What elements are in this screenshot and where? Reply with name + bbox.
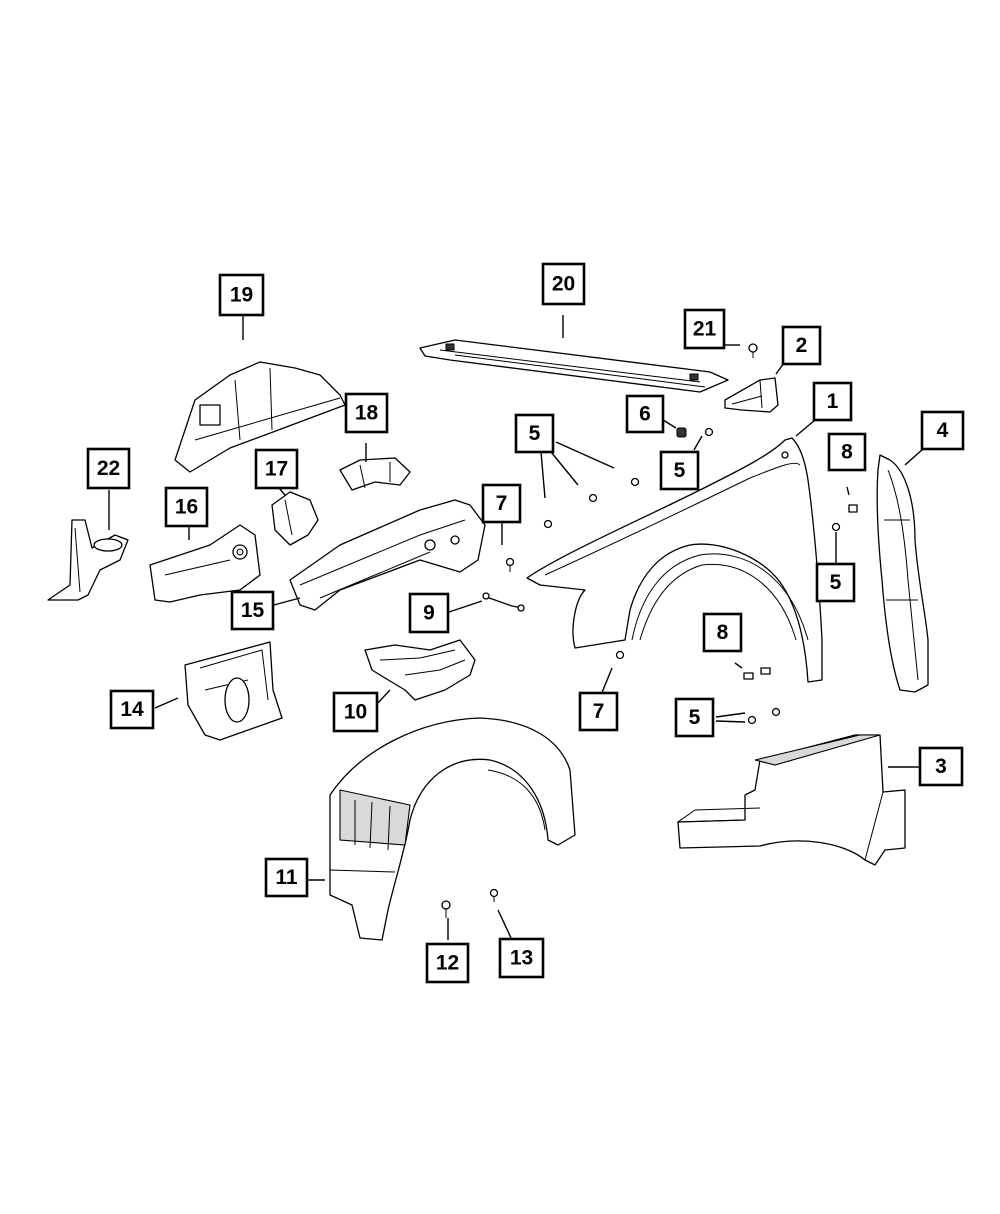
callout-7-lower: 7 — [578, 691, 619, 732]
callout-1-label: 1 — [827, 390, 839, 413]
callout-14: 14 — [109, 689, 155, 730]
part-4-side-shield — [876, 454, 929, 693]
callout-21-label: 21 — [693, 318, 717, 341]
callout-9: 9 — [408, 592, 450, 634]
callout-12: 12 — [425, 942, 470, 984]
part-3-foam-insulator — [676, 734, 906, 866]
callout-19: 19 — [218, 273, 265, 317]
callout-5-right: 5 — [815, 562, 856, 603]
part-2-bracket — [724, 377, 779, 413]
callout-20-label: 20 — [552, 273, 575, 296]
part-7-screws — [505, 557, 625, 660]
callout-10-label: 10 — [344, 701, 367, 724]
part-1-fender — [526, 437, 823, 683]
part-10-bracket — [364, 639, 476, 701]
part-11-wheelhouse-liner — [329, 717, 576, 941]
callout-9-label: 9 — [423, 602, 435, 625]
callout-21: 21 — [683, 308, 726, 350]
callout-2: 2 — [781, 325, 822, 366]
callout-11-label: 11 — [275, 866, 298, 889]
callout-11: 11 — [264, 857, 309, 898]
callout-14-label: 14 — [120, 698, 144, 721]
callout-5-lower: 5 — [674, 697, 715, 738]
callout-17-label: 17 — [265, 458, 288, 481]
callout-20: 20 — [541, 262, 586, 306]
callout-13: 13 — [498, 937, 545, 979]
callout-16: 16 — [164, 486, 209, 528]
callout-5-label: 5 — [689, 706, 701, 729]
part-8-clip-upper — [848, 504, 858, 513]
callout-16-label: 16 — [175, 496, 198, 519]
callout-8-lower: 8 — [702, 612, 743, 653]
callout-8-label: 8 — [841, 441, 853, 464]
part-15-frame-rail — [289, 499, 486, 611]
callout-13-label: 13 — [510, 947, 533, 970]
callout-4: 4 — [920, 410, 965, 451]
part-12-push-pin — [441, 900, 451, 918]
part-8-clips-lower — [743, 667, 771, 680]
part-16-shield — [149, 524, 261, 603]
callout-18: 18 — [344, 392, 389, 434]
callout-5-label: 5 — [529, 422, 541, 445]
callout-6-label: 6 — [639, 403, 651, 426]
callout-8-label: 8 — [717, 621, 729, 644]
callout-18-label: 18 — [355, 402, 379, 425]
part-19-upper-apron — [174, 361, 346, 473]
callout-4-label: 4 — [937, 419, 949, 442]
callout-7-label: 7 — [496, 492, 508, 515]
callout-12-label: 12 — [436, 952, 459, 975]
leader-lines — [108, 315, 924, 941]
callout-6: 6 — [625, 394, 665, 434]
callout-5-label: 5 — [830, 571, 842, 594]
callout-19-label: 19 — [230, 284, 253, 307]
part-6-nut — [676, 427, 687, 438]
callout-10: 10 — [332, 691, 379, 733]
callout-22: 22 — [86, 447, 131, 490]
part-17-bracket — [271, 491, 319, 546]
part-21-bolt — [748, 343, 758, 358]
callout-5-label: 5 — [674, 459, 686, 482]
part-13-screw — [489, 888, 499, 902]
part-20-upper-rail — [419, 339, 729, 393]
callout-3-label: 3 — [935, 755, 947, 778]
callout-5-upper-right: 5 — [659, 450, 700, 491]
callout-1: 1 — [812, 381, 853, 422]
part-5-fasteners — [543, 427, 841, 725]
callout-22-label: 22 — [97, 457, 120, 480]
callout-7-upper: 7 — [481, 483, 522, 524]
callout-15: 15 — [230, 590, 275, 631]
callout-7-label: 7 — [593, 700, 605, 723]
callout-8-upper: 8 — [827, 432, 867, 472]
part-14-splash-panel — [184, 641, 283, 741]
callout-17: 17 — [254, 448, 299, 490]
part-18-bracket — [339, 457, 411, 491]
callout-3: 3 — [918, 746, 964, 787]
callout-2-label: 2 — [796, 334, 808, 357]
callout-15-label: 15 — [241, 599, 265, 622]
part-22-bracket — [47, 519, 129, 601]
part-9-rod — [482, 592, 525, 612]
callout-5-upper-left: 5 — [514, 413, 555, 454]
